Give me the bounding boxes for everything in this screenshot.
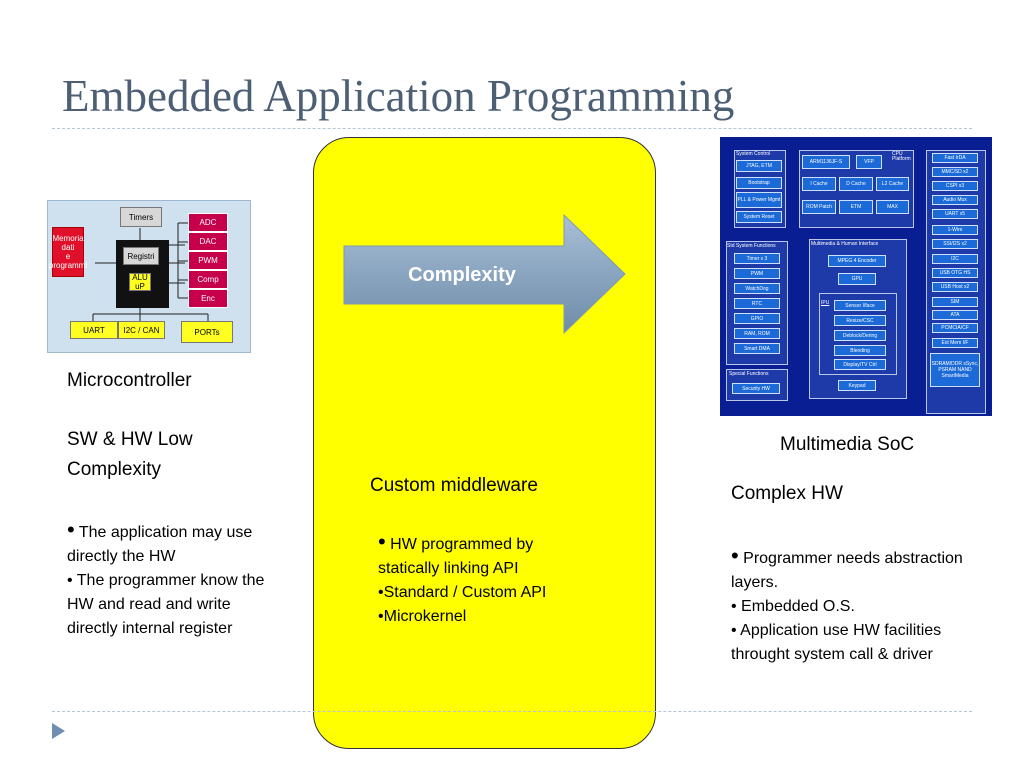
soc-cell-io-8: I2C <box>932 254 978 264</box>
dac-block: DAC <box>188 232 228 251</box>
complexity-arrow <box>343 213 626 335</box>
mcu-connectors <box>92 222 209 321</box>
soc-cell-arm: ARM1136JF-S <box>802 155 850 169</box>
right-heading: Multimedia SoC <box>780 434 915 455</box>
soc-cell-io-7: SSI/I2S x2 <box>932 239 978 249</box>
soc-cell-timer: Timer x 3 <box>734 253 780 264</box>
timers-block: Timers <box>120 207 162 227</box>
soc-cell-icache: I Cache <box>802 177 836 191</box>
soc-cell-watchdog: WatchDog <box>734 283 780 294</box>
ipu-label: IPU <box>821 300 830 306</box>
soc-cell-deblock: Deblock/Dering <box>834 330 886 341</box>
center-heading: Custom middleware <box>370 475 538 496</box>
left-bullet-list: • The application may use directly the H… <box>67 518 267 641</box>
soc-cell-max: MAX <box>876 200 909 214</box>
soc-cell-security: Security HW <box>732 383 780 394</box>
soc-cell-io-12: ATA <box>932 310 978 320</box>
center-bullet-2: •Standard / Custom API <box>378 584 547 601</box>
soc-cell-io-4: Audio Mux <box>932 195 978 205</box>
soc-cell-vfp: VFP <box>856 155 882 169</box>
soc-cell-display: Display/TV Ctrl <box>834 359 886 370</box>
adc-block: ADC <box>188 213 228 232</box>
soc-cell-io-6: 1-Wire <box>932 225 978 235</box>
pwm-block: PWM <box>188 251 228 270</box>
soc-cell-io-13: PCMCIA/CF <box>932 323 978 333</box>
center-bullet-1: • HW programmed by statically linking AP… <box>378 529 534 578</box>
soc-cell-l2cache: L2 Cache <box>876 177 909 191</box>
soc-cell-mpeg4: MPEG 4 Encoder <box>828 255 886 267</box>
top-divider <box>52 128 972 129</box>
special-functions-label: Special Functions <box>729 371 769 377</box>
left-subheading: SW & HW Low Complexity <box>67 429 193 480</box>
soc-cell-blending: Blending <box>834 345 886 356</box>
uart-block: UART <box>70 321 118 339</box>
center-bullet-list: • HW programmed by statically linking AP… <box>378 530 598 629</box>
soc-cell-io-1: Fast IrDA <box>932 153 978 163</box>
soc-cell-rtc: RTC <box>734 298 780 309</box>
center-bullet-3: •Microkernel <box>378 608 467 625</box>
bottom-divider <box>52 711 972 712</box>
system-control-label: System Control <box>736 151 771 157</box>
right-subheading: Complex HW <box>731 483 843 504</box>
comp-block: Comp <box>188 270 228 289</box>
soc-cell-system-reset: System Reset <box>736 211 782 223</box>
soc-cell-io-11: SIM <box>932 297 978 307</box>
soc-cell-io-15: SDRAM/DDR sSync, PSRAM NAND SmartMedia <box>930 353 980 387</box>
i2c-can-block: I2C / CAN <box>118 321 165 339</box>
left-bullet-2: • The programmer know the HW and read an… <box>67 572 265 637</box>
soc-cell-io-3: CSPI x3 <box>932 181 978 191</box>
slide-title: Embedded Application Programming <box>62 71 735 121</box>
soc-cell-io-5: UART x5 <box>932 209 978 219</box>
right-bullet-3: • Application use HW facilities throught… <box>731 622 942 663</box>
soc-cell-jtag: JTAG, ETM <box>736 160 782 172</box>
slide-marker-icon <box>52 723 65 739</box>
enc-block: Enc <box>188 289 228 308</box>
soc-cell-io-2: MMC/SD x2 <box>932 167 978 177</box>
soc-cell-bootstrap: Bootstrap <box>736 177 782 189</box>
multimedia-soc-diagram: System Control JTAG, ETM Bootstrap PLL &… <box>720 137 992 416</box>
right-bullet-2: • Embedded O.S. <box>731 598 855 615</box>
soc-cell-io-14: Ext Mem I/F <box>932 338 978 348</box>
cpu-platform-label: CPU Platform <box>892 151 911 162</box>
std-functions-label: Std System Functions <box>727 243 776 249</box>
soc-cell-sensor: Sensor I/face <box>834 300 886 311</box>
soc-cell-io-10: USB Host x2 <box>932 282 978 292</box>
soc-cell-etm: ETM <box>839 200 873 214</box>
soc-cell-smartdma: Smart DMA <box>734 343 780 354</box>
soc-cell-pwm: PWM <box>734 268 780 279</box>
left-bullet-1: • The application may use directly the H… <box>67 517 253 566</box>
soc-cell-pll: PLL & Power Mgmt <box>736 192 782 208</box>
soc-cell-io-9: USB OTG HS <box>932 268 978 278</box>
soc-cell-ramrom: RAM, ROM <box>734 328 780 339</box>
complexity-label: Complexity <box>408 264 516 286</box>
right-bullet-1: • Programmer needs abstraction layers. <box>731 543 963 592</box>
multimedia-label: Multimedia & Human Interface <box>811 241 879 247</box>
soc-cell-dcache: D Cache <box>839 177 873 191</box>
middleware-panel <box>313 137 656 749</box>
soc-cell-gpu: GPU <box>838 273 876 285</box>
right-bullet-list: • Programmer needs abstraction layers. •… <box>731 544 991 667</box>
soc-cell-resize: Resize/CSC <box>834 315 886 326</box>
soc-cell-rompatch: ROM Patch <box>802 200 836 214</box>
ports-block: PORTs <box>181 321 233 343</box>
registri-block: Registri <box>123 247 159 265</box>
left-heading: Microcontroller <box>67 370 192 391</box>
soc-cell-gpio: GPIO <box>734 313 780 324</box>
soc-cell-keypad: Keypad <box>838 380 876 391</box>
